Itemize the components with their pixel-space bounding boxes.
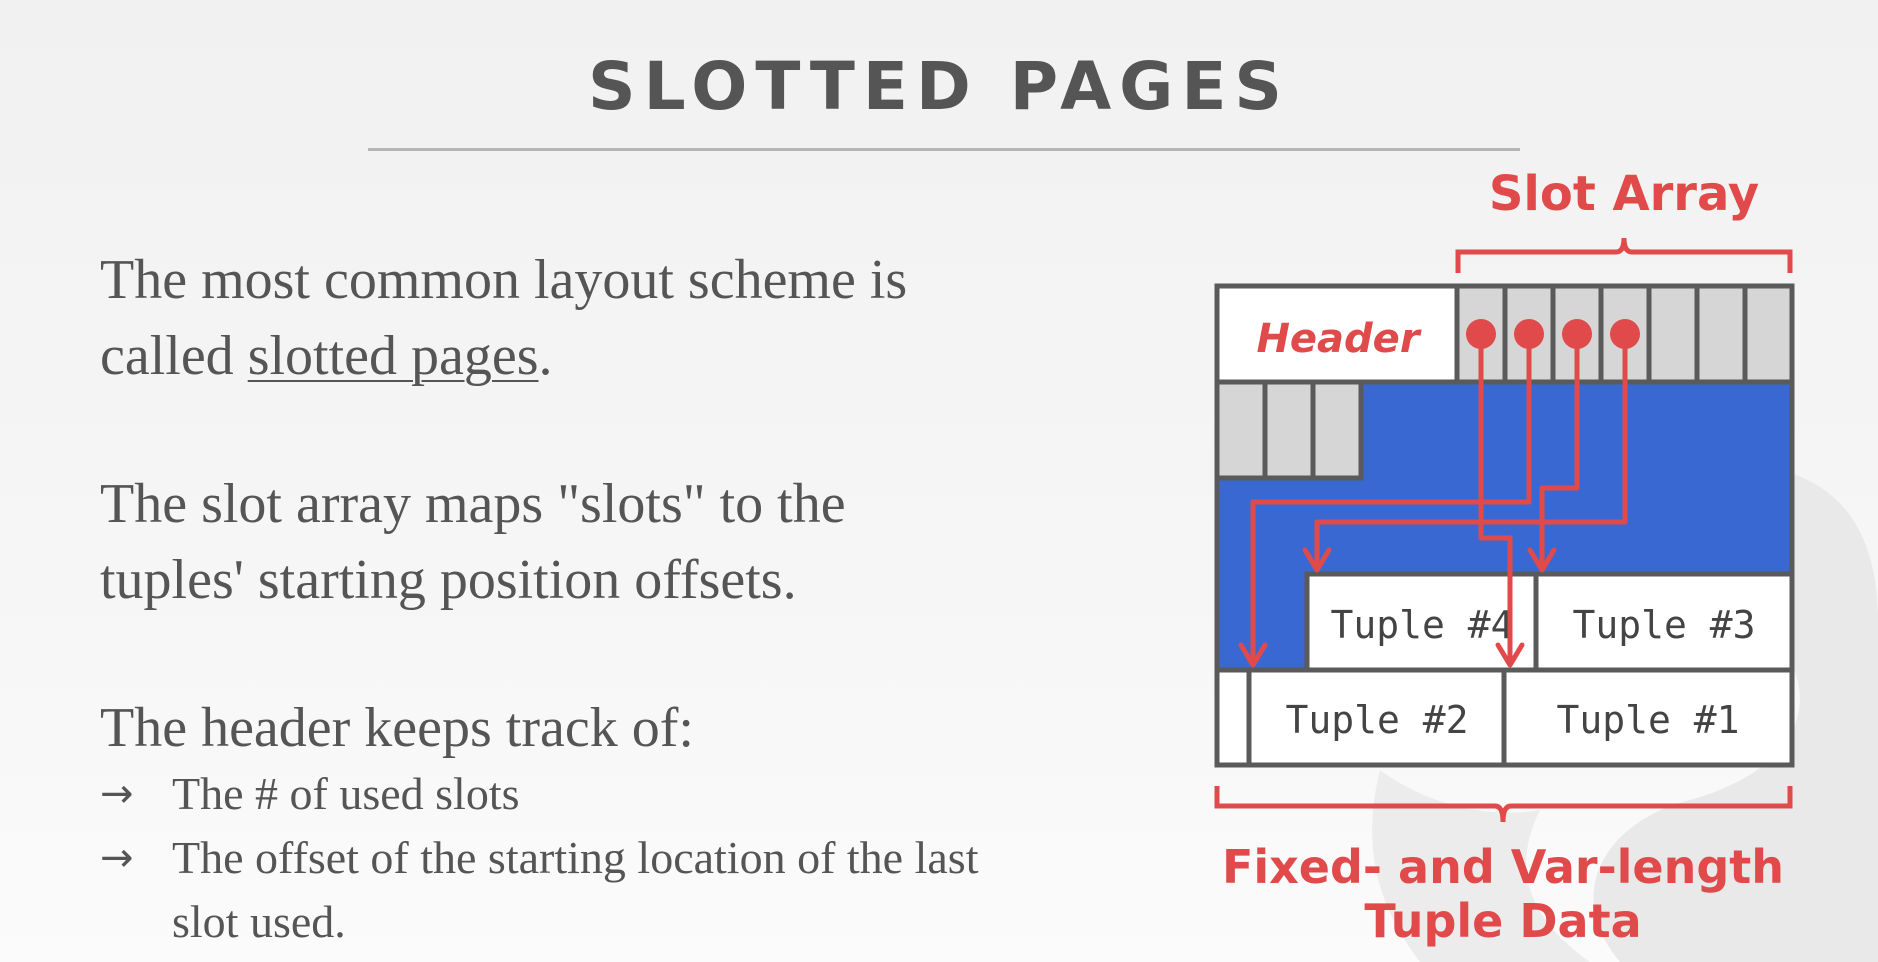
arrow-icon: → xyxy=(100,771,134,817)
bullet-list: → The # of used slots → The offset of th… xyxy=(100,762,992,954)
slot-cell xyxy=(1646,283,1700,385)
term-slotted-pages: slotted pages xyxy=(247,325,539,387)
tuple-label-2: Tuple #2 xyxy=(1285,698,1468,742)
slot-dot xyxy=(1610,319,1640,349)
slot-cell xyxy=(1310,379,1364,481)
text-fragment: called xyxy=(100,325,248,387)
slot-array-brace xyxy=(1455,237,1793,273)
arrowhead-icon xyxy=(1527,547,1557,573)
list-item: → The offset of the starting location of… xyxy=(100,826,992,954)
slot-cell xyxy=(1214,379,1268,481)
paragraph-line: The most common layout scheme is xyxy=(100,249,908,311)
tuple-cell xyxy=(1304,571,1539,673)
tuple-cell xyxy=(1533,571,1795,673)
tuple-data-brace xyxy=(1214,786,1793,823)
pointer-line-slot-4 xyxy=(1314,334,1628,565)
paragraph-line: tuples' starting position offsets. xyxy=(100,549,797,611)
arrowheads xyxy=(1238,547,1557,668)
paragraph-line: called slotted pages. xyxy=(100,318,907,394)
bullet-text: The # of used slots xyxy=(172,768,520,819)
pointer-line-slot-2 xyxy=(1250,334,1532,660)
slot-cell xyxy=(1262,379,1316,481)
tuple-cell xyxy=(1501,667,1795,768)
slot-dot xyxy=(1466,319,1496,349)
pointer-line-slot-3 xyxy=(1539,334,1580,565)
slot-array-overflow-cells xyxy=(1214,379,1364,481)
paragraph-header-heading: The header keeps track of: xyxy=(100,697,694,759)
tuple-label-4: Tuple #4 xyxy=(1330,603,1513,647)
slot-dot xyxy=(1514,319,1544,349)
watermark-logo-icon xyxy=(1372,470,1878,962)
tuple-data-label-line1: Fixed- and Var-length xyxy=(1222,840,1784,894)
tuple-label-1: Tuple #1 xyxy=(1556,698,1739,742)
pointer-line-slot-1 xyxy=(1478,334,1513,660)
tuple-label-3: Tuple #3 xyxy=(1572,603,1755,647)
arrowhead-icon xyxy=(1302,547,1332,573)
slot-pointers xyxy=(1250,334,1628,660)
arrowhead-icon xyxy=(1238,642,1268,668)
bullet-text: The offset of the starting location of t… xyxy=(172,832,979,947)
slot-cell xyxy=(1742,283,1795,385)
slot-cell xyxy=(1694,283,1748,385)
paragraph-slot-array: The slot array maps "slots" to the tuple… xyxy=(100,466,846,618)
arrow-icon: → xyxy=(100,835,134,881)
text-fragment: . xyxy=(538,325,553,387)
paragraph-layout-scheme: The most common layout scheme is called … xyxy=(100,242,907,394)
slide-title: SLOTTED PAGES xyxy=(588,48,1290,125)
slot-array-label: Slot Array xyxy=(1489,166,1759,222)
slot-dots xyxy=(1466,319,1640,349)
list-item: → The # of used slots xyxy=(100,762,992,826)
paragraph-line: The slot array maps "slots" to the xyxy=(100,473,846,535)
slot-dot xyxy=(1562,319,1592,349)
tuple-data-label-line2: Tuple Data xyxy=(1364,894,1641,948)
arrowhead-icon xyxy=(1495,642,1525,668)
header-label: Header xyxy=(1256,316,1421,362)
title-divider xyxy=(368,148,1520,151)
header-cell xyxy=(1214,283,1460,385)
tuple-gap-cell xyxy=(1214,667,1252,768)
